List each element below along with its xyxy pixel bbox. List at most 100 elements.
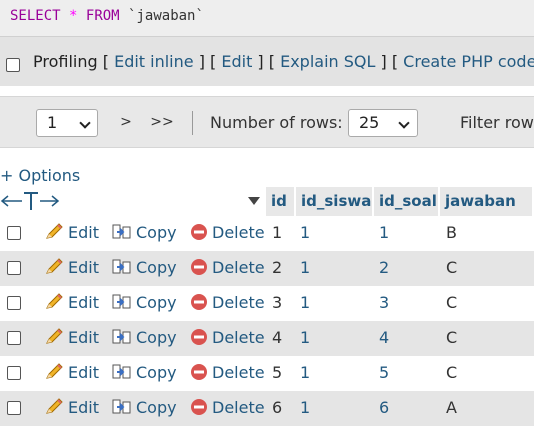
row-copy-button[interactable]: Copy — [112, 223, 177, 242]
sql-star: * — [69, 8, 78, 24]
row-edit-label: Edit — [68, 363, 99, 382]
sql-from-keyword: FROM — [85, 8, 120, 24]
copy-icon — [112, 258, 136, 277]
sort-triangle-icon[interactable] — [248, 197, 260, 205]
row-copy-button[interactable]: Copy — [112, 293, 177, 312]
cell-id-soal: 4 — [379, 328, 390, 347]
row-delete-button[interactable]: Delete — [190, 363, 265, 382]
row-checkbox[interactable] — [7, 296, 21, 310]
row-copy-label: Copy — [136, 258, 177, 277]
row-copy-button[interactable]: Copy — [112, 328, 177, 347]
cell-id: 2 — [272, 258, 283, 277]
page-select[interactable]: 1 — [36, 109, 98, 137]
row-delete-label: Delete — [212, 363, 265, 382]
cell-jawaban: B — [446, 223, 457, 242]
copy-icon — [112, 223, 136, 242]
row-checkbox[interactable] — [7, 401, 21, 415]
profiling-links: Profiling [ Edit inline ] [ Edit ] [ Exp… — [33, 52, 534, 71]
row-checkbox[interactable] — [7, 366, 21, 380]
row-edit-button[interactable]: Edit — [44, 223, 99, 242]
row-copy-label: Copy — [136, 363, 177, 382]
row-edit-label: Edit — [68, 398, 99, 417]
row-checkbox[interactable] — [7, 226, 21, 240]
delete-icon — [190, 398, 212, 417]
row-copy-label: Copy — [136, 293, 177, 312]
row-delete-button[interactable]: Delete — [190, 328, 265, 347]
chevron-down-icon — [398, 117, 410, 129]
cell-id: 1 — [272, 223, 283, 242]
column-header-jawaban[interactable]: jawaban — [440, 187, 534, 216]
rows-per-page-select[interactable]: 25 — [348, 109, 418, 137]
next-page-button[interactable]: > — [120, 114, 132, 130]
chevron-down-icon — [79, 117, 91, 129]
resize-arrows-icon[interactable] — [0, 191, 60, 215]
create-php-code-link[interactable]: Create PHP code — [403, 52, 534, 71]
nav-divider — [192, 111, 193, 135]
cell-id-siswa: 1 — [300, 398, 311, 417]
row-delete-button[interactable]: Delete — [190, 398, 265, 417]
explain-sql-link[interactable]: Explain SQL — [280, 52, 376, 71]
copy-icon — [112, 363, 136, 382]
profiling-checkbox[interactable] — [6, 58, 20, 72]
pencil-icon — [44, 293, 68, 312]
cell-jawaban: C — [446, 363, 458, 382]
column-header-id[interactable]: id — [266, 187, 296, 216]
cell-id: 4 — [272, 328, 283, 347]
cell-id-siswa: 1 — [300, 223, 311, 242]
cell-id: 6 — [272, 398, 283, 417]
options-link[interactable]: + Options — [0, 166, 81, 185]
row-delete-button[interactable]: Delete — [190, 223, 265, 242]
row-copy-button[interactable]: Copy — [112, 363, 177, 382]
row-checkbox[interactable] — [7, 261, 21, 275]
pencil-icon — [44, 258, 68, 277]
row-copy-label: Copy — [136, 398, 177, 417]
copy-icon — [112, 398, 136, 417]
last-page-button[interactable]: >> — [150, 114, 174, 130]
row-delete-label: Delete — [212, 293, 265, 312]
profiling-label: Profiling — [33, 52, 98, 71]
number-of-rows-label: Number of rows: — [210, 113, 343, 132]
row-edit-label: Edit — [68, 223, 99, 242]
cell-id-siswa: 1 — [300, 293, 311, 312]
edit-inline-link[interactable]: Edit inline — [114, 52, 194, 71]
column-header-id-soal[interactable]: id_soal — [374, 187, 440, 216]
page-select-value: 1 — [47, 113, 58, 132]
row-delete-button[interactable]: Delete — [190, 293, 265, 312]
row-copy-button[interactable]: Copy — [112, 398, 177, 417]
sql-table-name: `jawaban` — [128, 8, 204, 24]
sql-query: SELECT * FROM `jawaban` — [0, 0, 534, 36]
pencil-icon — [44, 363, 68, 382]
row-delete-label: Delete — [212, 328, 265, 347]
row-edit-button[interactable]: Edit — [44, 363, 99, 382]
row-edit-button[interactable]: Edit — [44, 258, 99, 277]
row-copy-button[interactable]: Copy — [112, 258, 177, 277]
row-edit-button[interactable]: Edit — [44, 293, 99, 312]
table-header: id id_siswa id_soal jawaban — [0, 187, 534, 216]
cell-id-soal: 5 — [379, 363, 390, 382]
row-delete-label: Delete — [212, 258, 265, 277]
cell-jawaban: A — [446, 398, 457, 417]
row-edit-button[interactable]: Edit — [44, 398, 99, 417]
row-delete-label: Delete — [212, 223, 265, 242]
rows-per-page-value: 25 — [359, 113, 380, 132]
row-edit-button[interactable]: Edit — [44, 328, 99, 347]
sql-select-keyword: SELECT — [10, 8, 61, 24]
row-edit-label: Edit — [68, 258, 99, 277]
row-checkbox[interactable] — [7, 331, 21, 345]
edit-query-link[interactable]: Edit — [221, 52, 253, 71]
pencil-icon — [44, 223, 68, 242]
row-delete-button[interactable]: Delete — [190, 258, 265, 277]
cell-jawaban: C — [446, 328, 458, 347]
navigation-bar: 1 > >> Number of rows: 25 Filter rows — [0, 96, 534, 148]
cell-jawaban: C — [446, 293, 458, 312]
row-copy-label: Copy — [136, 223, 177, 242]
delete-icon — [190, 258, 212, 277]
column-header-id-siswa[interactable]: id_siswa — [296, 187, 374, 216]
cell-id: 5 — [272, 363, 283, 382]
cell-id-soal: 3 — [379, 293, 390, 312]
delete-icon — [190, 223, 212, 242]
